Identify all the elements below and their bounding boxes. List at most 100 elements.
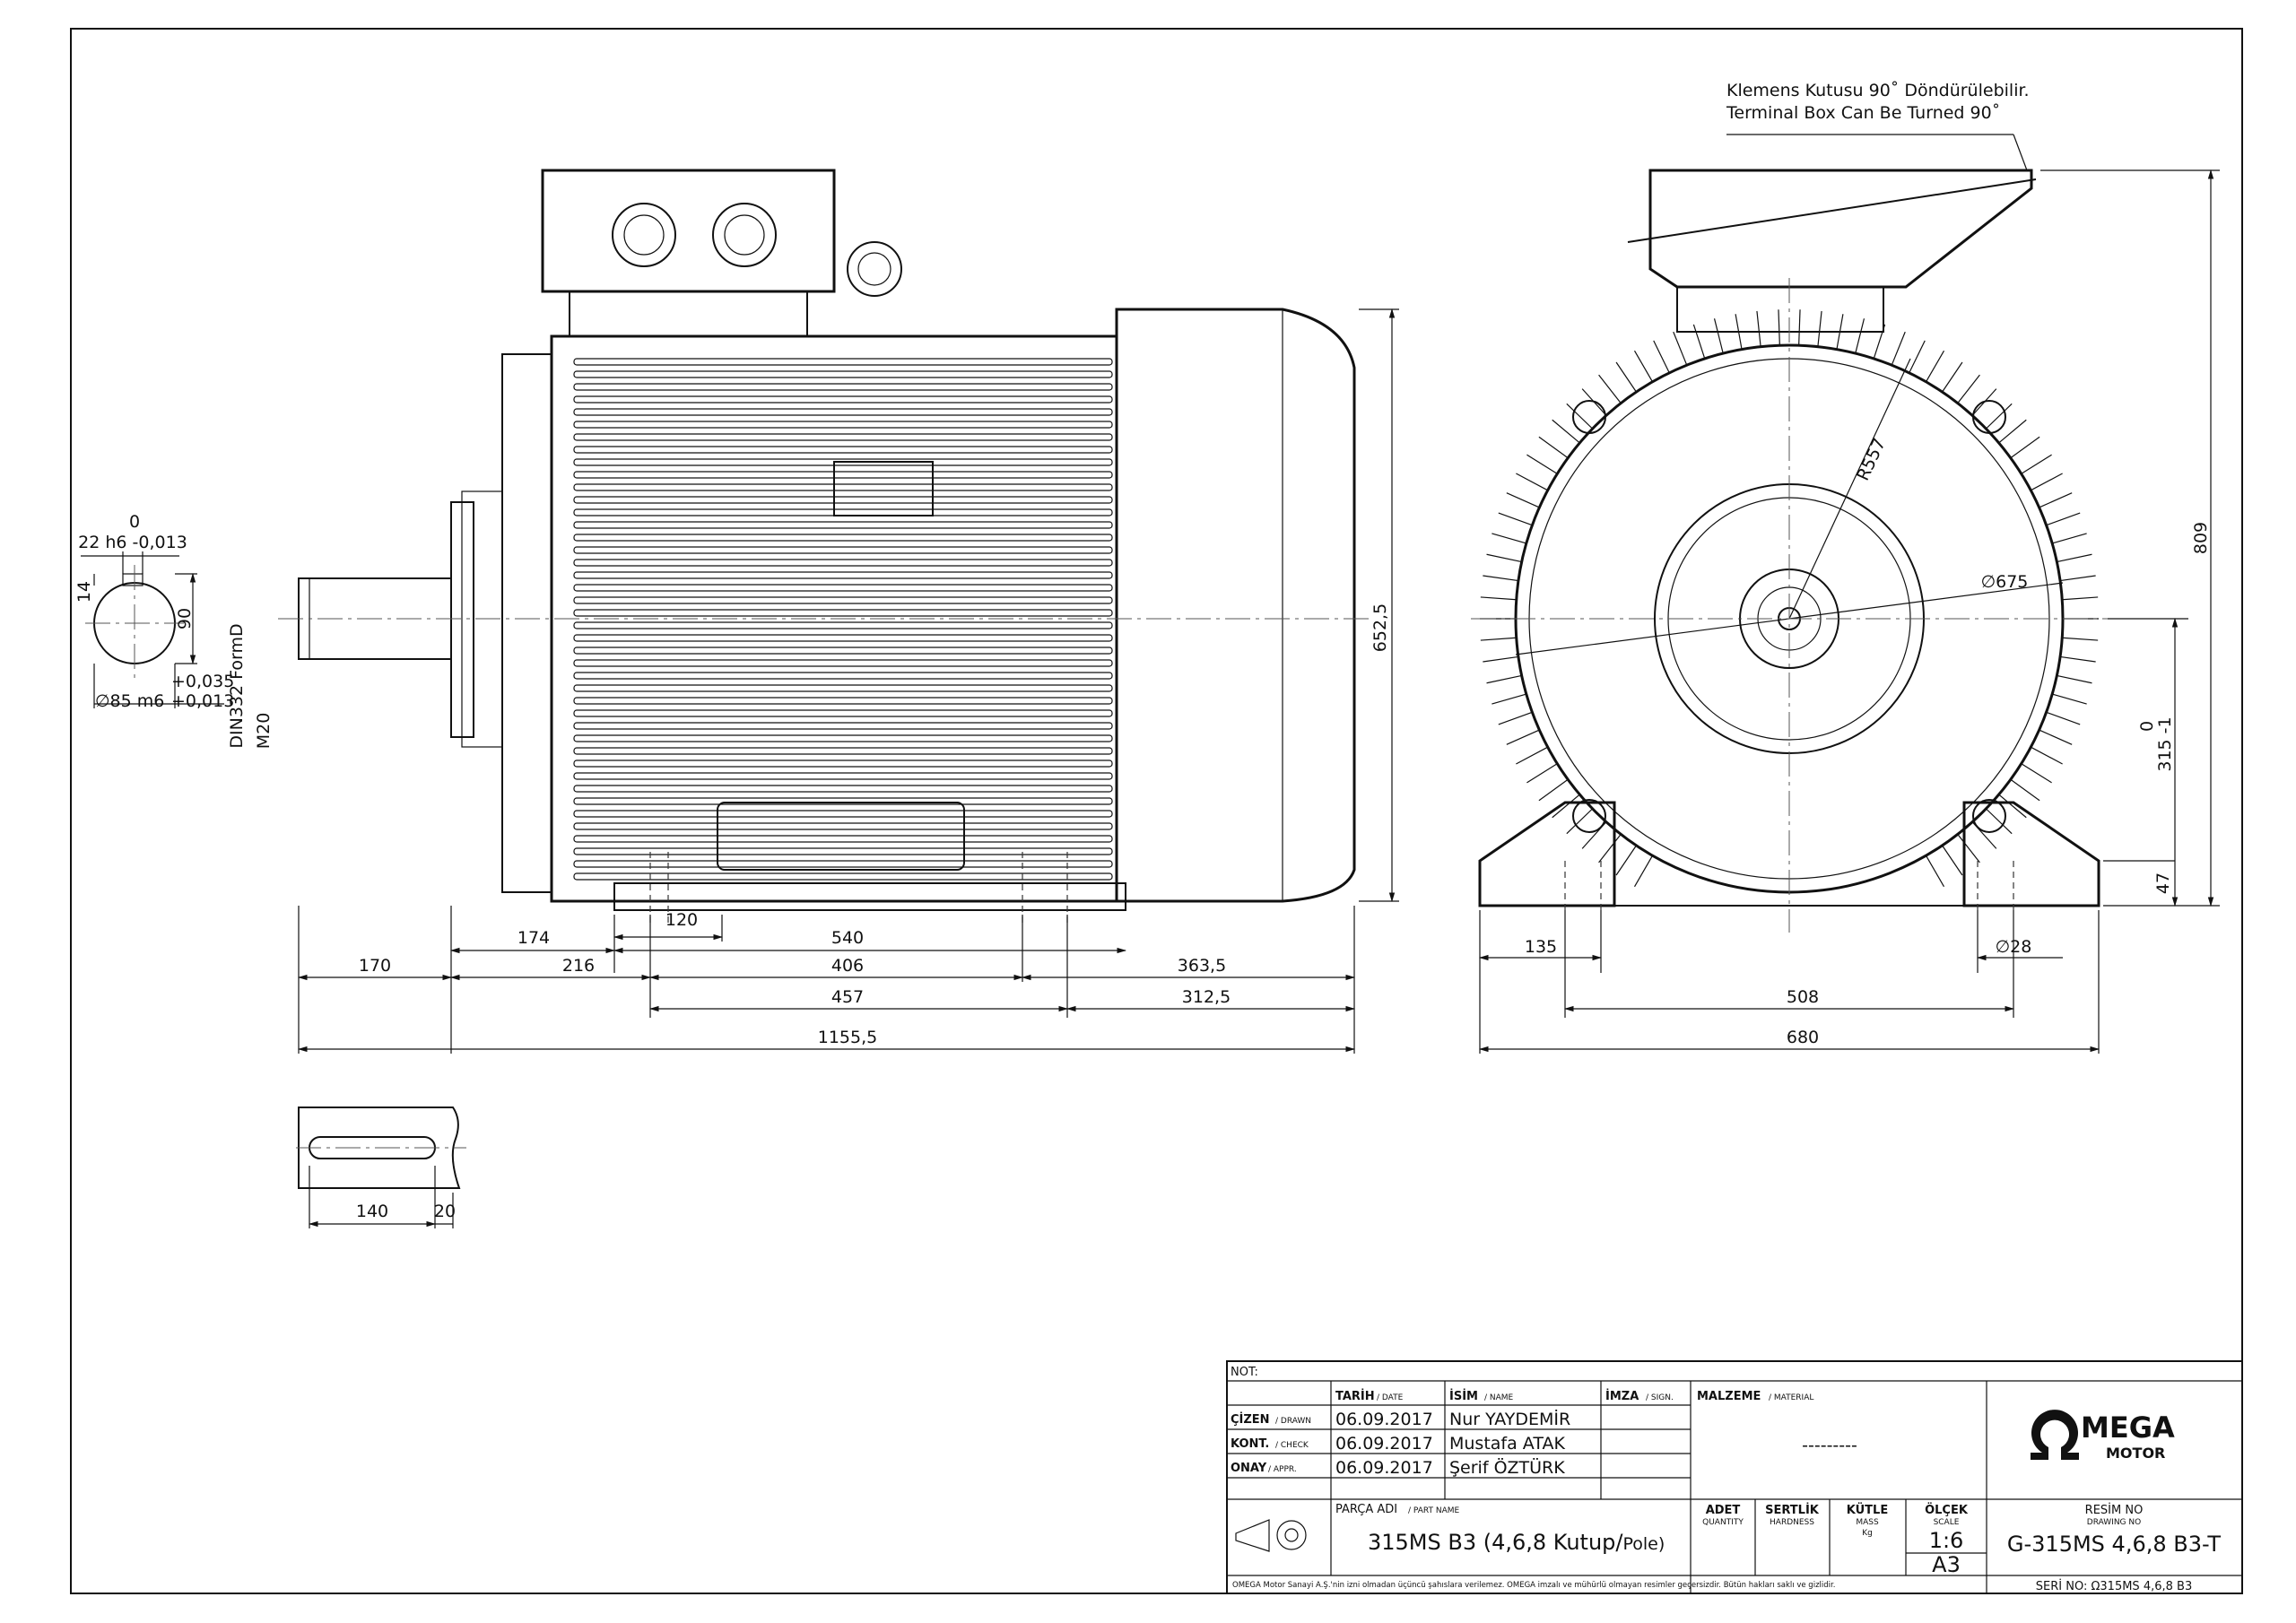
radial-fin xyxy=(1673,331,1688,366)
cooling-fin xyxy=(573,734,1113,742)
tb-row1-date: 06.09.2017 xyxy=(1335,1410,1433,1429)
shaft-section-view xyxy=(81,551,224,708)
radial-fin xyxy=(1998,419,2027,444)
logo-sub: MOTOR xyxy=(2106,1445,2165,1462)
radial-fin xyxy=(1817,310,1822,347)
tb-footer-note: OMEGA Motor Sanayi A.Ş.'nin izni olmadan… xyxy=(1232,1581,1835,1590)
cooling-fin xyxy=(573,835,1113,843)
radial-fin xyxy=(2021,763,2052,784)
tb-adet-en: QUANTITY xyxy=(1702,1518,1744,1527)
dim-170: 170 xyxy=(359,956,391,976)
cooling-fin xyxy=(573,822,1113,830)
radial-fin xyxy=(2039,729,2073,745)
tb-sertlik: SERTLİK xyxy=(1765,1503,1820,1517)
radial-fin xyxy=(1538,778,1569,802)
radial-fin xyxy=(1633,350,1654,383)
radial-fin xyxy=(1552,419,1580,444)
tb-row3-role: ONAY xyxy=(1231,1462,1267,1475)
tb-row1-name: Nur YAYDEMİR xyxy=(1449,1409,1570,1429)
cooling-fin xyxy=(573,395,1113,404)
shaft-tol-lower: +0,013 xyxy=(171,691,234,711)
radial-fin xyxy=(1480,596,1517,601)
key-tol-top: 0 xyxy=(129,512,140,532)
dim-120: 120 xyxy=(665,910,698,930)
cooling-fin xyxy=(573,383,1113,391)
tb-h-sign: İMZA xyxy=(1605,1389,1639,1403)
shaft-height-dim: 90 xyxy=(175,608,195,629)
cooling-fin xyxy=(573,496,1113,504)
tb-olcek-en: SCALE xyxy=(1934,1518,1960,1527)
cooling-fin xyxy=(573,421,1113,429)
cooling-fin xyxy=(573,684,1113,692)
tb-h-date: TARİH xyxy=(1335,1389,1375,1403)
dim-hole-28: ∅28 xyxy=(1996,937,2032,957)
cooling-fin xyxy=(573,860,1113,868)
shaft-diameter-dim: ∅85 m6 xyxy=(95,691,164,711)
dim-652: 652,5 xyxy=(1370,603,1390,652)
drawing-border xyxy=(70,28,2243,1594)
radial-fin xyxy=(1633,855,1654,888)
dim-312: 312,5 xyxy=(1182,987,1231,1007)
radial-fin xyxy=(1498,512,1533,526)
tb-sheet: A3 xyxy=(1932,1552,1961,1577)
radial-fin xyxy=(1713,318,1724,354)
radial-fin xyxy=(1855,318,1866,354)
tb-part-name-a: 315MS B3 (4,6,8 Kutup/Pole) xyxy=(1368,1530,1665,1555)
tb-kutle-unit: Kg xyxy=(1862,1529,1873,1538)
radial-fin xyxy=(2046,512,2081,526)
cooling-fin xyxy=(573,408,1113,416)
radial-fin xyxy=(1486,674,1522,684)
cooling-fin xyxy=(573,471,1113,479)
dim-457: 457 xyxy=(831,987,864,1007)
radial-fin xyxy=(1566,403,1594,430)
radial-fin xyxy=(1957,374,1980,404)
tb-part-name-pole: Pole) xyxy=(1623,1534,1665,1554)
shaft-tol-upper: +0,035 xyxy=(171,672,234,691)
cooling-fin xyxy=(573,546,1113,554)
cooling-fin xyxy=(573,872,1113,881)
dim-363: 363,5 xyxy=(1178,956,1226,976)
radial-fin xyxy=(1538,436,1569,459)
dim-315-tol: 0 xyxy=(2137,721,2157,732)
radial-fin xyxy=(1798,309,1801,346)
cooling-fin xyxy=(573,508,1113,516)
radial-fin xyxy=(2062,596,2099,601)
cooling-fin xyxy=(573,697,1113,705)
radial-fin xyxy=(1498,711,1533,725)
radial-fin xyxy=(1957,833,1980,864)
front-dim-lines xyxy=(1478,169,2220,1054)
title-block xyxy=(1226,1360,2243,1594)
cooling-fin xyxy=(573,446,1113,454)
cooling-fin xyxy=(573,634,1113,642)
radial-fin xyxy=(2021,454,2052,474)
motor-side-view xyxy=(298,169,1356,911)
radial-fin xyxy=(2062,637,2099,641)
tb-kutle: KÜTLE xyxy=(1847,1503,1888,1517)
cooling-fin xyxy=(573,659,1113,667)
terminal-note-tr: Klemens Kutusu 90˚ Döndürülebilir. xyxy=(1726,81,2030,100)
radial-fin xyxy=(1692,324,1706,360)
radial-fin xyxy=(2057,553,2092,563)
radial-fin xyxy=(1492,693,1526,705)
din-note: DIN332 FormD xyxy=(227,623,247,748)
radial-fin xyxy=(1526,454,1558,474)
cooling-fin xyxy=(573,521,1113,529)
terminal-note-en: Terminal Box Can Be Turned 90˚ xyxy=(1726,103,2000,123)
dim-809: 809 xyxy=(2191,522,2211,554)
cooling-fin xyxy=(573,358,1113,366)
radial-fin xyxy=(1615,845,1637,876)
cooling-fin xyxy=(573,584,1113,592)
key-height-dim: 14 xyxy=(74,581,94,603)
tb-row3-role-en: / APPR. xyxy=(1268,1465,1297,1474)
tb-row2-role: KONT. xyxy=(1231,1437,1269,1451)
tb-h-sign-en: / SIGN. xyxy=(1646,1393,1674,1402)
tb-h-name-en: / NAME xyxy=(1484,1393,1514,1402)
radial-fin xyxy=(1516,473,1548,491)
radial-fin xyxy=(2039,492,2073,508)
tb-kutle-en: MASS xyxy=(1856,1518,1879,1527)
radial-fin xyxy=(1598,833,1622,864)
tb-h-material: MALZEME xyxy=(1697,1390,1761,1403)
tb-part-name-main: 315MS B3 (4,6,8 Kutup/ xyxy=(1368,1530,1623,1555)
radial-fin xyxy=(1526,763,1558,784)
